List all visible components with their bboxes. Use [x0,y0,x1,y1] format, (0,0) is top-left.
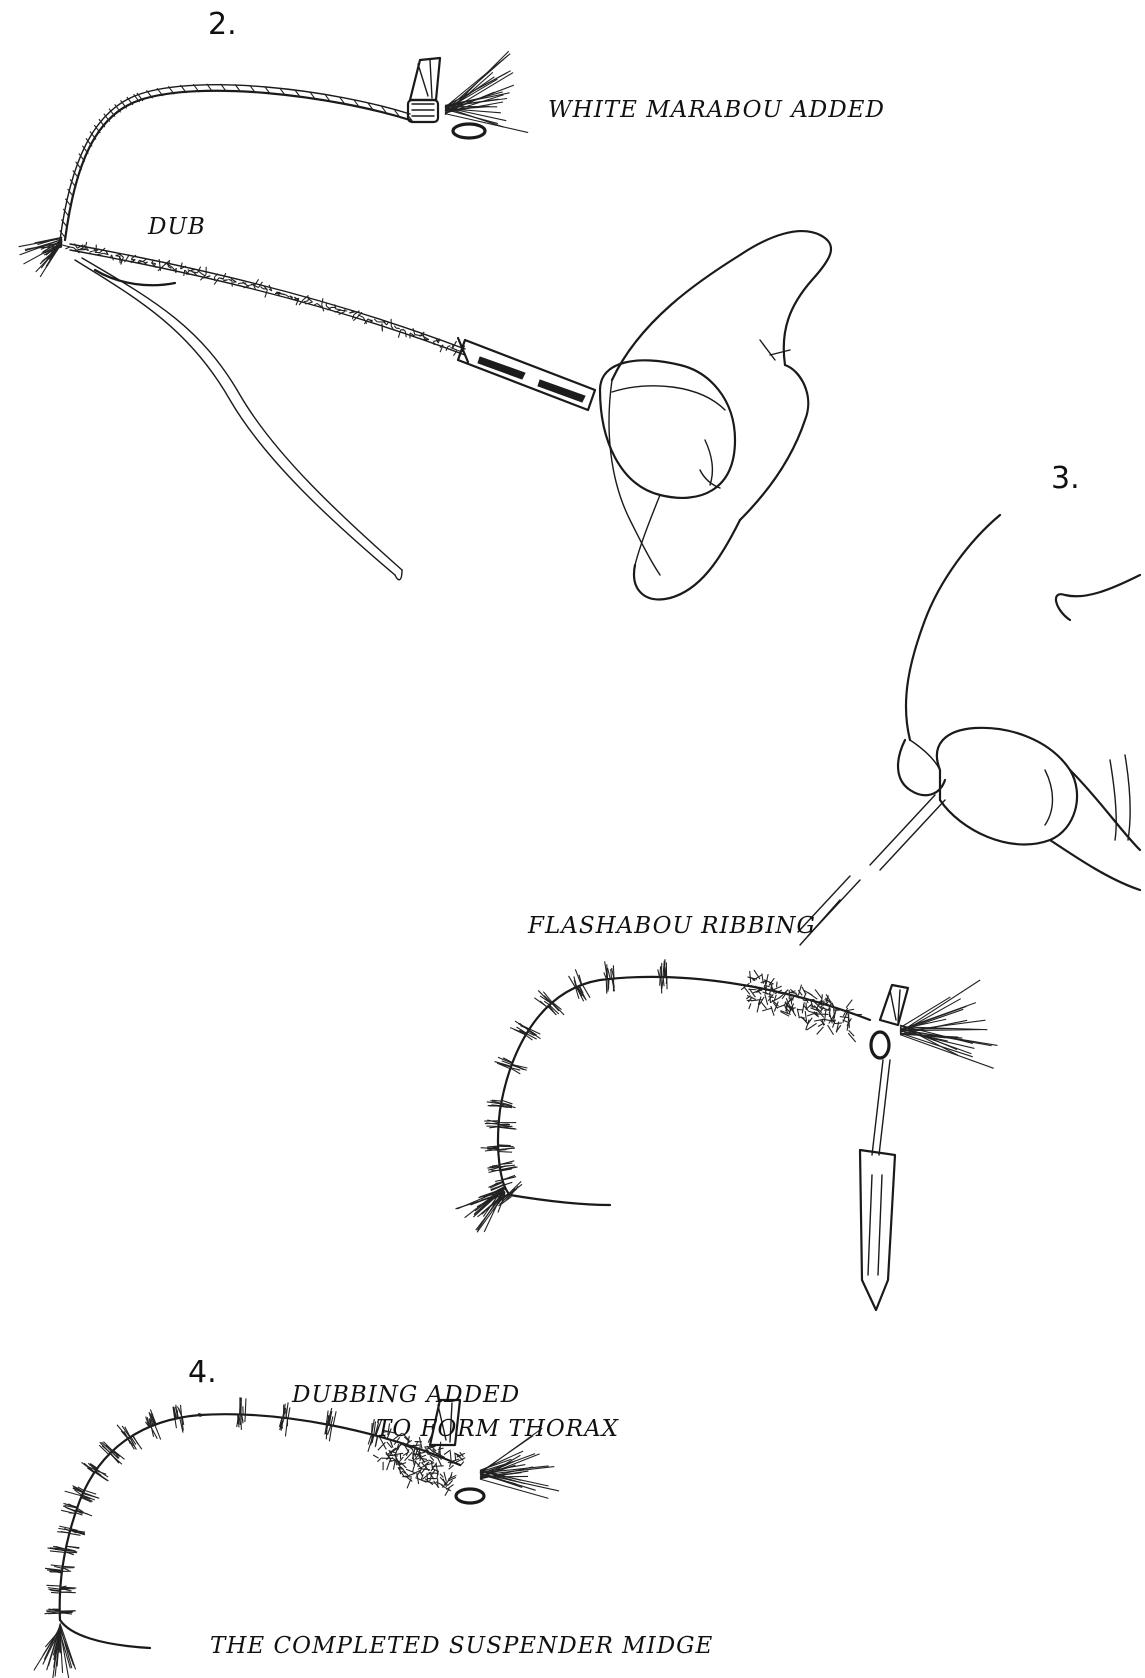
step-4-number: 4. [188,1358,217,1388]
caption-dub: DUB [148,216,206,239]
caption-dubbing-added: DUBBING ADDED [292,1384,520,1407]
step-3-number: 3. [1051,464,1080,494]
caption-completed-suspender-midge: THE COMPLETED SUSPENDER MIDGE [210,1635,713,1658]
caption-to-form-thorax: TO FORM THORAX [376,1418,619,1441]
caption-flashabou-ribbing: FLASHABOU RIBBING [528,915,816,938]
step-2-number: 2. [208,10,237,40]
caption-white-marabou-added: WHITE MARABOU ADDED [548,99,885,122]
